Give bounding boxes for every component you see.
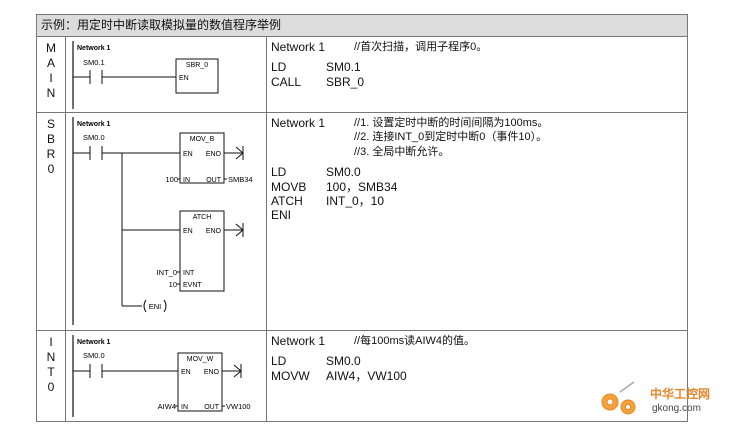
svg-text:EN: EN [181, 369, 191, 376]
svg-text:OUT: OUT [206, 177, 222, 184]
svg-text:SM0.0: SM0.0 [83, 133, 105, 142]
svg-text:ENO: ENO [206, 151, 222, 158]
mov-w-box [177, 352, 223, 412]
svg-text:ENO: ENO [204, 369, 220, 376]
svg-text:INT_0: INT_0 [157, 268, 177, 277]
svg-text:MOV_W: MOV_W [187, 356, 214, 363]
atch-box [179, 210, 225, 292]
svg-text:10: 10 [169, 280, 177, 289]
watermark-brand: 中华工控网 [650, 386, 710, 401]
ladder-diagram-main: Network 1 SM0.1 SBR_0 EN [66, 37, 267, 112]
svg-text:IN: IN [181, 404, 188, 411]
svg-text:IN: IN [183, 177, 190, 184]
watermark-url: gkong.com [652, 403, 701, 414]
svg-text:SBR_0: SBR_0 [186, 62, 208, 69]
svg-text:VW100: VW100 [226, 402, 251, 411]
table-title: 示例：用定时中断读取模拟量的数值程序举例 [37, 15, 687, 37]
gear-icon [601, 393, 636, 415]
svg-text:EN: EN [183, 228, 193, 235]
svg-text:Network 1: Network 1 [77, 121, 111, 128]
svg-text:SM0.0: SM0.0 [83, 351, 105, 360]
svg-text:EN: EN [183, 151, 193, 158]
sbr0-call-box [175, 58, 219, 94]
svg-text:EVNT: EVNT [183, 282, 202, 289]
svg-text:100: 100 [165, 175, 178, 184]
svg-text:Network 1: Network 1 [77, 339, 111, 346]
eni-coil: ENI [149, 302, 162, 311]
contact-label: SM0.1 [83, 58, 105, 67]
ladder-diagram-int0: Network 1 SM0.0 MOV_W EN ENO AIW4 IN OUT… [66, 331, 267, 421]
svg-text:MOV_B: MOV_B [190, 136, 215, 143]
svg-text:OUT: OUT [204, 404, 220, 411]
svg-text:EN: EN [179, 75, 189, 82]
network-label: Network 1 [77, 45, 111, 52]
ladder-diagram-sbr0: Network 1 SM0.0 MOV_B EN ENO 100 IN [66, 113, 267, 330]
stl-code-sbr0: Network 1//1. 设置定时中断的时间间隔为100ms。 //2. 连接… [271, 116, 549, 223]
svg-text:ENO: ENO [206, 228, 222, 235]
mov-b-box [179, 132, 225, 184]
svg-text:INT: INT [183, 270, 195, 277]
svg-text:AIW4: AIW4 [158, 402, 176, 411]
watermark-logo: 中华工控网 gkong.com [596, 378, 724, 426]
svg-text:ATCH: ATCH [193, 214, 212, 221]
svg-text:SMB34: SMB34 [228, 175, 253, 184]
